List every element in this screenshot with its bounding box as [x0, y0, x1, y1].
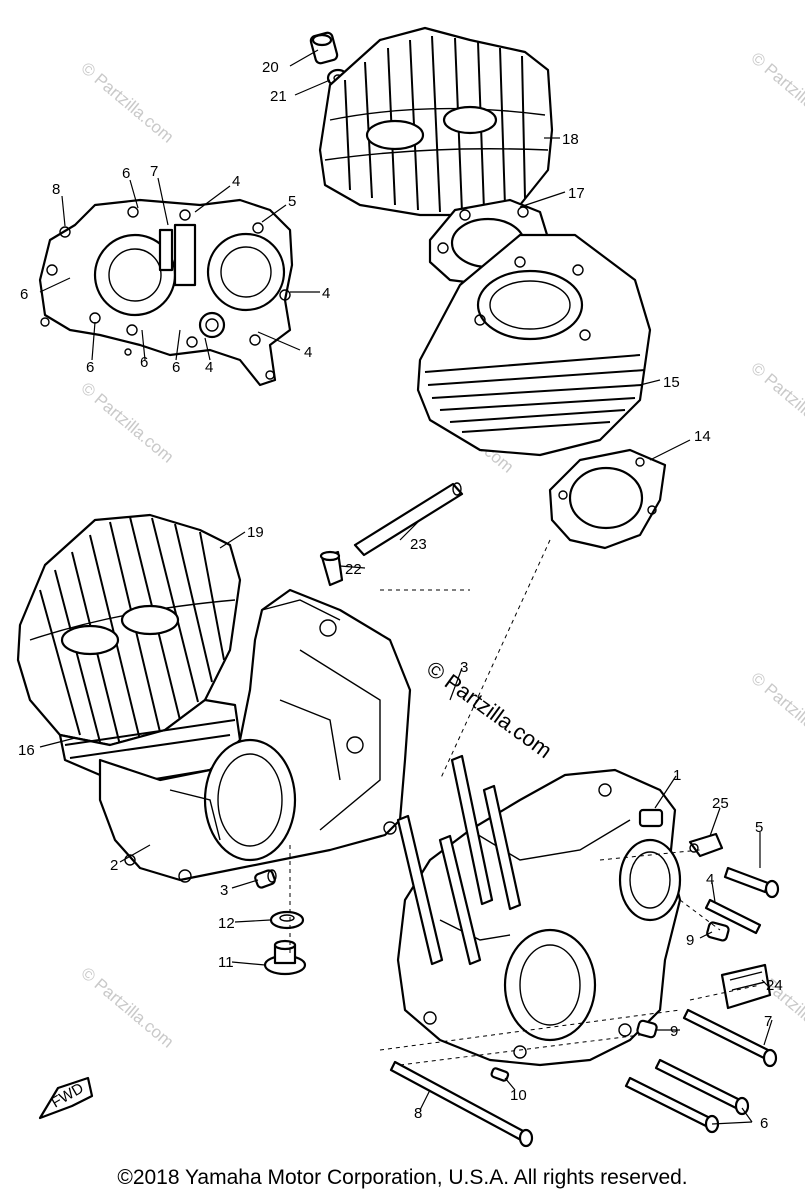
- callout-21: 21: [270, 88, 287, 105]
- callout-4: 4: [322, 285, 330, 302]
- part-fitting: [319, 550, 344, 587]
- callout-24: 24: [766, 977, 783, 994]
- copyright-notice: ©2018 Yamaha Motor Corporation, U.S.A. A…: [117, 1166, 688, 1189]
- callout-16: 16: [18, 742, 35, 759]
- forward-arrow-icon: FWD: [38, 1076, 94, 1120]
- callout-labels: 20 21 18 17 15 14 6 7 8 4 5 6 4 6 6 6 4 …: [18, 59, 783, 1132]
- callout-9: 9: [686, 932, 694, 949]
- part-dowel-pin: [254, 869, 277, 889]
- part-stud-long: [389, 1060, 534, 1148]
- callout-6: 6: [20, 286, 28, 303]
- watermark: © Partzilla.com: [77, 964, 177, 1052]
- part-base-gasket: [548, 448, 667, 550]
- callout-4: 4: [232, 173, 240, 190]
- callout-4: 4: [706, 871, 714, 888]
- part-oil-seal: [269, 910, 305, 930]
- part-plate: [720, 963, 772, 1010]
- callout-19: 19: [247, 524, 264, 541]
- callout-12: 12: [218, 915, 235, 932]
- part-pin: [490, 1067, 510, 1082]
- part-drain-plug: [263, 939, 307, 976]
- part-bracket: [688, 832, 724, 858]
- callout-4: 4: [205, 359, 213, 376]
- watermark: © Partzilla.com: [747, 669, 805, 757]
- callout-8: 8: [52, 181, 60, 198]
- part-cap: [309, 31, 339, 65]
- callout-8: 8: [414, 1105, 422, 1122]
- callout-6: 6: [86, 359, 94, 376]
- part-cylinder-head: [16, 513, 242, 747]
- watermark: © Partzilla.com: [747, 49, 805, 137]
- callout-6: 6: [172, 359, 180, 376]
- part-crankcase-right: [396, 754, 682, 1067]
- callout-2: 2: [110, 857, 118, 874]
- callout-1: 1: [673, 767, 681, 784]
- assembly-lines: [289, 539, 761, 1066]
- callout-11: 11: [218, 954, 234, 971]
- callout-25: 25: [712, 795, 729, 812]
- callout-5: 5: [755, 819, 763, 836]
- callout-3: 3: [460, 659, 468, 676]
- callout-20: 20: [262, 59, 279, 76]
- part-crankcase-left: [98, 588, 412, 883]
- callout-22: 22: [345, 561, 362, 578]
- part-bolt-long: [654, 1058, 750, 1116]
- watermark: © Partzilla.com: [747, 359, 805, 447]
- part-dowel-pin: [636, 1019, 658, 1039]
- leader-lines: [39, 49, 773, 1125]
- part-bolt-long: [723, 866, 780, 899]
- callout-18: 18: [562, 131, 579, 148]
- callout-17: 17: [568, 185, 585, 202]
- callout-23: 23: [410, 536, 427, 553]
- part-dowel-pin: [706, 921, 730, 942]
- callout-6: 6: [140, 354, 148, 371]
- callout-9: 9: [670, 1023, 678, 1040]
- part-cylinder: [416, 233, 652, 457]
- callout-14: 14: [694, 428, 711, 445]
- callout-4: 4: [304, 344, 312, 361]
- part-cylinder-head-upper: [318, 26, 554, 217]
- part-bolt-long: [682, 1008, 778, 1068]
- callout-5: 5: [288, 193, 296, 210]
- callout-15: 15: [663, 374, 680, 391]
- callout-7: 7: [764, 1013, 772, 1030]
- part-bolt: [704, 898, 762, 935]
- callout-7: 7: [150, 163, 158, 180]
- watermark: © Partzilla.com: [77, 59, 177, 147]
- part-crankcase-bottom-view: [38, 198, 294, 387]
- part-bolt-long: [624, 1076, 720, 1134]
- callout-6: 6: [760, 1115, 768, 1132]
- callout-3: 3: [220, 882, 228, 899]
- callout-6: 6: [122, 165, 130, 182]
- callout-10: 10: [510, 1087, 527, 1104]
- watermark: © Partzilla.com: [77, 379, 177, 467]
- part-pipe: [353, 482, 464, 557]
